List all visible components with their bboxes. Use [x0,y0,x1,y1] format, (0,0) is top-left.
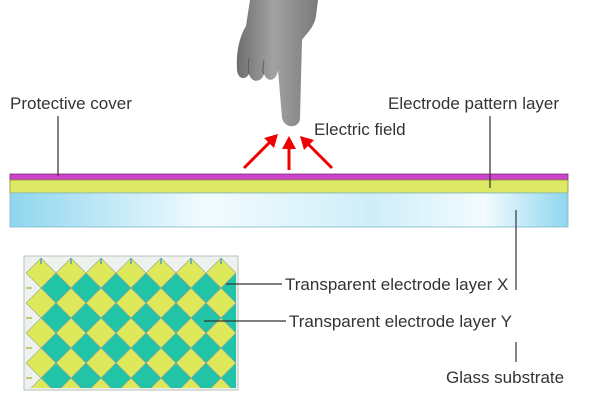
glass-substrate-layer [9,192,569,228]
electrode-grid [23,255,266,406]
electrode-y-diamond [220,362,236,388]
electrode-y-diamond [130,362,162,388]
electrode-x-diamond [236,378,266,406]
electrode-y-diamond [220,332,236,364]
electrode-x-diamond [235,332,236,334]
label-electric-field: Electric field [314,120,406,139]
electrode-x-diamond [30,377,52,388]
electrode-x-diamond [120,377,142,388]
electrode-x-diamond [235,362,236,364]
electrode-y-diamond [190,362,222,388]
field-arrow-left [242,138,274,170]
electrode-x-diamond [150,377,172,388]
electrode-y-diamond [220,272,236,304]
electrode-pattern-layer [9,179,569,194]
electrode-y-diamond [100,362,132,388]
label-protective-cover: Protective cover [10,94,132,113]
finger-pointing-down-icon [236,0,318,127]
protective-cover-layer [9,173,569,181]
electrode-y-diamond [160,362,192,388]
electrode-x-diamond [210,377,232,388]
electrode-x-diamond [180,377,202,388]
label-electrode-pattern-layer: Electrode pattern layer [388,94,559,113]
electrode-x-diamond [90,377,112,388]
electric-field-arrow-icon [242,134,334,170]
electrode-x-diamond [60,377,82,388]
electrode-y-diamond [40,362,72,388]
electrode-x-diamond [235,302,236,304]
electrode-y-diamond [220,302,236,334]
electrode-y-diamond [70,362,102,388]
layer-stack [9,173,569,228]
label-glass-substrate: Glass substrate [446,368,564,387]
electrode-diamonds [26,258,266,406]
field-arrow-right [304,140,334,170]
label-electrode-layer-y: Transparent electrode layer Y [289,312,512,331]
label-electrode-layer-x: Transparent electrode layer X [285,275,508,294]
